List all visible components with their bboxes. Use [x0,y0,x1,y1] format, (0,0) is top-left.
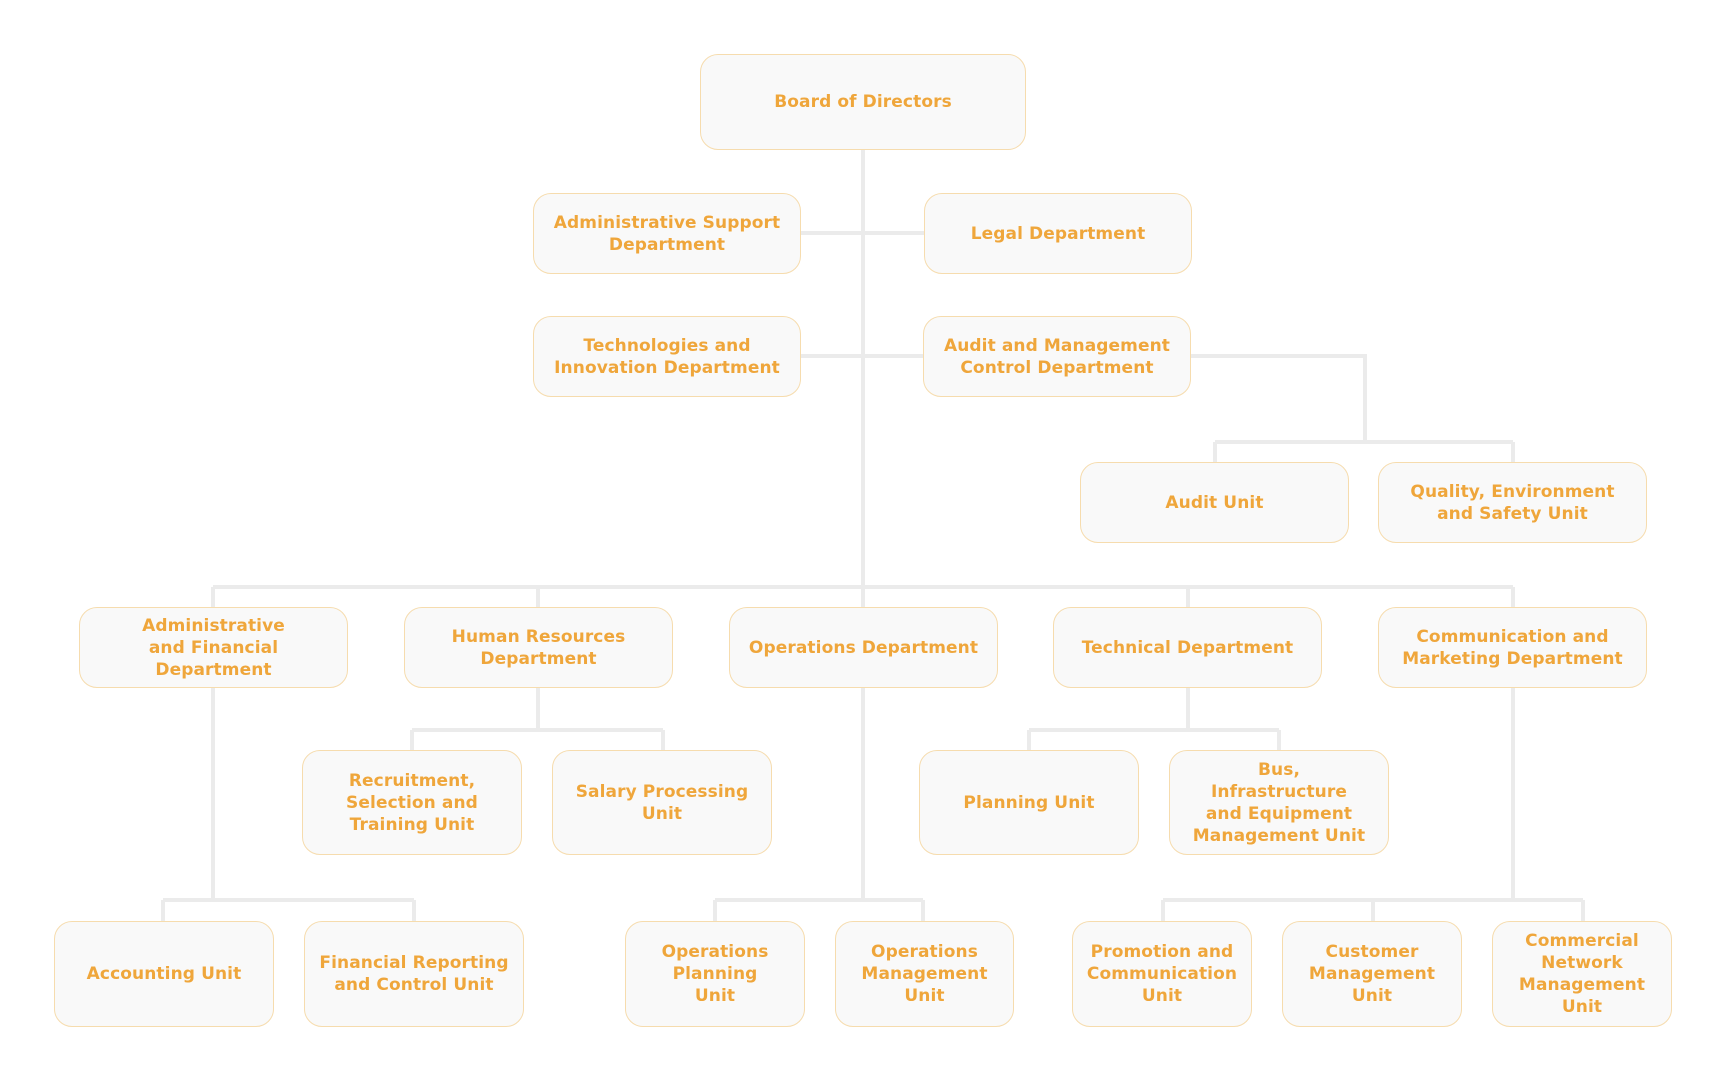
promotion-communication-unit-box: Promotion and Communication Unit [1072,921,1252,1027]
legal-department-box: Legal Department [924,193,1192,274]
salary-processing-unit-label: Salary Processing Unit [575,781,749,824]
communication-marketing-department-box: Communication and Marketing Department [1378,607,1647,688]
operations-planning-unit-box: Operations Planning Unit [625,921,805,1027]
connector-audit-branch [1190,354,1367,442]
technical-department-label: Technical Department [1081,637,1294,658]
audit-unit-box: Audit Unit [1080,462,1349,543]
human-resources-department-box: Human Resources Department [404,607,673,688]
administrative-financial-department-label: Administrative and Financial Department [142,615,285,680]
operations-department-label: Operations Department [748,637,979,658]
communication-marketing-department-label: Communication and Marketing Department [1402,626,1623,669]
commercial-network-management-unit-box: Commercial Network Management Unit [1492,921,1672,1027]
bus-infrastructure-equipment-unit-label: Bus, Infrastructure and Equipment Manage… [1192,759,1366,846]
financial-reporting-control-unit-label: Financial Reporting and Control Unit [319,953,509,995]
administrative-financial-department-box: Administrative and Financial Department [79,607,348,688]
human-resources-department-label: Human Resources Department [451,626,626,669]
board-of-directors-box: Board of Directors [700,54,1026,150]
legal-department-label: Legal Department [970,223,1146,244]
operations-management-unit-label: Operations Management Unit [861,942,988,1006]
quality-environment-safety-unit-box: Quality, Environment and Safety Unit [1378,462,1647,543]
technologies-innovation-department-box: Technologies and Innovation Department [533,316,801,397]
promotion-communication-unit-label: Promotion and Communication Unit [1086,942,1238,1006]
recruitment-selection-training-unit-box: Recruitment, Selection and Training Unit [302,750,522,855]
accounting-unit-label: Accounting Unit [86,964,242,984]
audit-management-control-department-box: Audit and Management Control Department [923,316,1191,397]
operations-management-unit-box: Operations Management Unit [835,921,1014,1027]
customer-management-unit-box: Customer Management Unit [1282,921,1462,1027]
technologies-innovation-department-label: Technologies and Innovation Department [554,335,780,378]
salary-processing-unit-box: Salary Processing Unit [552,750,772,855]
commercial-network-management-unit-label: Commercial Network Management Unit [1518,931,1646,1017]
customer-management-unit-label: Customer Management Unit [1308,942,1436,1006]
board-of-directors-label: Board of Directors [774,92,952,112]
operations-planning-unit-label: Operations Planning Unit [661,942,769,1006]
technical-department-box: Technical Department [1053,607,1322,688]
bus-infrastructure-equipment-unit-box: Bus, Infrastructure and Equipment Manage… [1169,750,1389,855]
quality-environment-safety-unit-label: Quality, Environment and Safety Unit [1410,481,1615,524]
administrative-support-department-box: Administrative Support Department [533,193,801,274]
planning-unit-box: Planning Unit [919,750,1139,855]
audit-unit-label: Audit Unit [1165,492,1264,513]
audit-management-control-department-label: Audit and Management Control Department [943,335,1171,378]
planning-unit-label: Planning Unit [963,792,1095,813]
administrative-support-department-label: Administrative Support Department [553,212,781,255]
accounting-unit-box: Accounting Unit [54,921,274,1027]
operations-department-box: Operations Department [729,607,998,688]
financial-reporting-control-unit-box: Financial Reporting and Control Unit [304,921,524,1027]
recruitment-selection-training-unit-label: Recruitment, Selection and Training Unit [346,770,478,835]
